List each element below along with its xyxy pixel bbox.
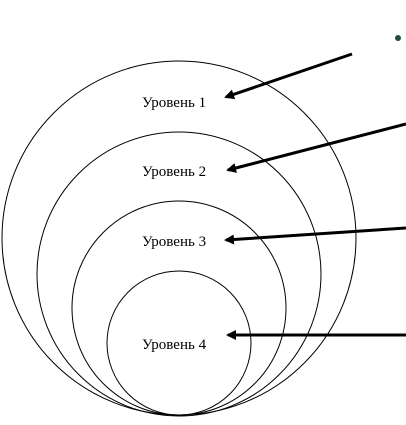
level-2-arrow bbox=[226, 122, 406, 173]
level-3-arrow bbox=[224, 226, 406, 245]
level-2-circle bbox=[36, 131, 322, 417]
level-4-label: Уровень 4 bbox=[142, 337, 207, 353]
level-2-label: Уровень 2 bbox=[142, 164, 206, 180]
level-4-circle bbox=[106, 270, 252, 416]
level-1-label: Уровень 1 bbox=[142, 95, 206, 111]
bullet-dot bbox=[395, 35, 401, 41]
level-3-label: Уровень 3 bbox=[142, 234, 206, 250]
level-1-arrow bbox=[224, 52, 353, 100]
